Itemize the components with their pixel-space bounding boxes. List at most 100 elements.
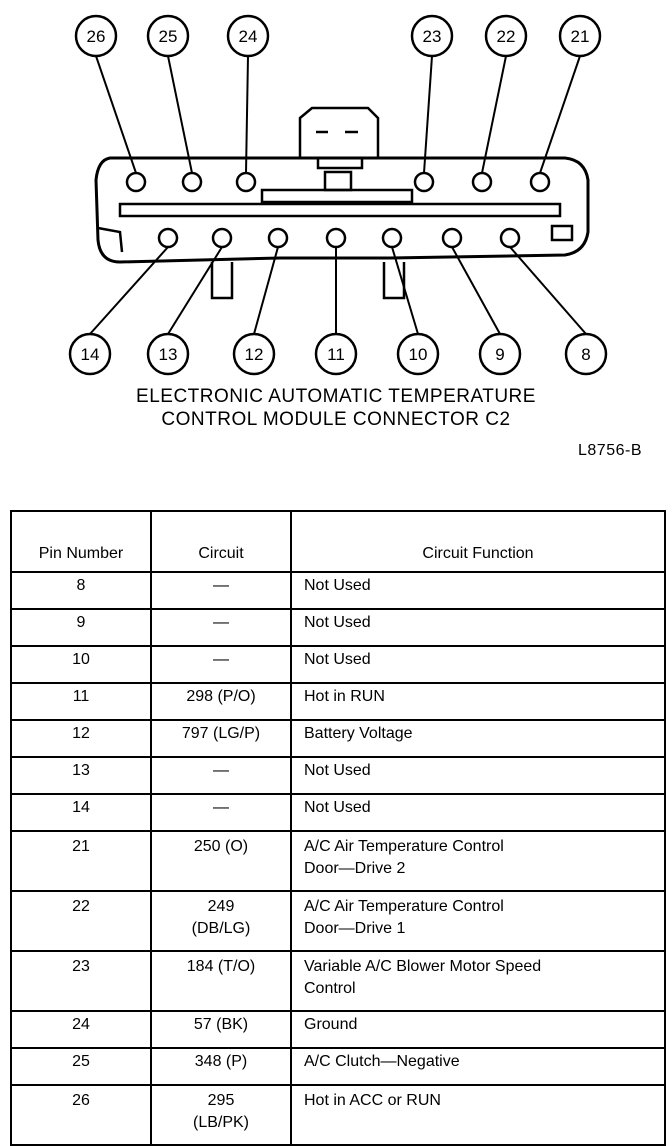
- circuit-cell: 797 (LG/P): [150, 719, 292, 758]
- circuit-function-cell: Not Used: [290, 608, 666, 647]
- bottom-pin-hole: [441, 227, 463, 249]
- circuit-text: 797 (LG/P): [181, 725, 261, 742]
- circuit-cell: 184 (T/O): [150, 950, 292, 1012]
- function-text: Battery Voltage: [304, 725, 413, 742]
- bottom-pin-callout: [232, 332, 276, 376]
- diagram-caption-line2: CONTROL MODULE CONNECTOR C2: [161, 409, 511, 430]
- circuit-function-cell: Hot in ACC or RUN: [290, 1084, 666, 1146]
- circuit-text: 348 (P): [194, 1053, 248, 1070]
- bottom-pin-label: 14: [81, 345, 100, 364]
- circuit-cell: 249(DB/LG): [150, 890, 292, 952]
- circuit-text: —: [213, 614, 229, 631]
- bottom-pin-hole: [499, 227, 521, 249]
- function-text: Not Used: [304, 577, 371, 594]
- circuit-text: —: [213, 651, 229, 668]
- circuit-text: 249: [207, 898, 235, 915]
- connector-body: [94, 156, 590, 300]
- circuit-cell: 250 (O): [150, 830, 292, 892]
- top-pin-hole: [125, 171, 147, 193]
- bottom-pin-callout: [314, 332, 358, 376]
- bottom-leader-line: [253, 246, 279, 335]
- function-text: Not Used: [304, 762, 371, 779]
- table-row: 8—Not Used: [10, 571, 666, 610]
- top-pin-label: 26: [87, 27, 106, 46]
- pin-number-cell: 21: [10, 830, 152, 892]
- top-pin-label: 23: [423, 27, 442, 46]
- pin-number-cell: 24: [10, 1010, 152, 1049]
- pin-number-cell: 9: [10, 608, 152, 647]
- circuit-function-cell: Not Used: [290, 645, 666, 684]
- top-pin-label: 25: [159, 27, 178, 46]
- bottom-pin-callout: [564, 332, 608, 376]
- pin-number-cell: 12: [10, 719, 152, 758]
- top-pin-callout: [74, 14, 118, 58]
- circuit-function-cell: Not Used: [290, 793, 666, 832]
- function-text: Variable A/C Blower Motor Speed: [304, 958, 542, 975]
- bottom-pin-hole: [381, 227, 403, 249]
- function-text: Not Used: [304, 799, 371, 816]
- function-text: Ground: [304, 1016, 358, 1033]
- connector-latch: [298, 106, 380, 192]
- bottom-pin-hole: [267, 227, 289, 249]
- circuit-text: —: [213, 577, 229, 594]
- top-leader-line: [423, 55, 433, 174]
- top-pin-label: 22: [497, 27, 516, 46]
- circuit-function-cell: Not Used: [290, 756, 666, 795]
- circuit-cell: 57 (BK): [150, 1010, 292, 1049]
- top-leader-line: [481, 55, 507, 174]
- top-pin-label: 21: [571, 27, 590, 46]
- function-text: Not Used: [304, 651, 371, 668]
- header-circuit-function: Circuit Function: [290, 510, 666, 573]
- header-pin-number: Pin Number: [10, 510, 152, 573]
- table-header-row: Pin Number Circuit Circuit Function: [10, 510, 666, 573]
- circuit-cell: 298 (P/O): [150, 682, 292, 721]
- pin-number-cell: 25: [10, 1047, 152, 1086]
- pin-number-cell: 26: [10, 1084, 152, 1146]
- bottom-pin-hole: [211, 227, 233, 249]
- table-row: 13 — Not Used: [10, 756, 666, 795]
- circuit-cell: —: [150, 645, 292, 684]
- bottom-pin-label: 12: [245, 345, 264, 364]
- circuit-function-cell: A/C Clutch—Negative: [290, 1047, 666, 1086]
- function-text: Hot in RUN: [304, 688, 385, 705]
- circuit-function-cell: Ground: [290, 1010, 666, 1049]
- function-text-line2: Door—Drive 1: [304, 920, 406, 937]
- function-text: Not Used: [304, 614, 371, 631]
- top-pin-callout: [146, 14, 190, 58]
- top-pin-hole: [181, 171, 203, 193]
- pin-number-cell: 14: [10, 793, 152, 832]
- bottom-pin-callout: [478, 332, 522, 376]
- top-pin-hole: [235, 171, 257, 193]
- function-text: A/C Air Temperature Control: [304, 898, 504, 915]
- bottom-leader-line: [509, 246, 587, 335]
- top-pin-label: 24: [239, 27, 258, 46]
- bottom-pin-label: 8: [581, 345, 590, 364]
- function-text: A/C Clutch—Negative: [304, 1053, 460, 1070]
- bottom-leader-line: [167, 246, 223, 335]
- header-circuit: Circuit: [150, 510, 292, 573]
- function-text: Hot in ACC or RUN: [304, 1092, 441, 1109]
- function-text-line2: Door—Drive 2: [304, 860, 406, 877]
- circuit-text: —: [213, 762, 229, 779]
- circuit-text: 250 (O): [193, 838, 249, 855]
- diagram-caption-line1: ELECTRONIC AUTOMATIC TEMPERATURE: [136, 386, 536, 407]
- function-text-line2: Control: [304, 980, 356, 997]
- top-pin-callout: [226, 14, 270, 58]
- pin-number-cell: 13: [10, 756, 152, 795]
- circuit-text: 298 (P/O): [186, 688, 256, 705]
- bottom-pin-hole: [157, 227, 179, 249]
- pin-number-cell: 22: [10, 890, 152, 952]
- circuit-function-cell: Battery Voltage: [290, 719, 666, 758]
- circuit-text: 184 (T/O): [186, 958, 256, 975]
- table-row: 14—Not Used: [10, 793, 666, 832]
- top-pin-callout: [410, 14, 454, 58]
- circuit-cell: —: [150, 608, 292, 647]
- top-pin-hole: [471, 171, 493, 193]
